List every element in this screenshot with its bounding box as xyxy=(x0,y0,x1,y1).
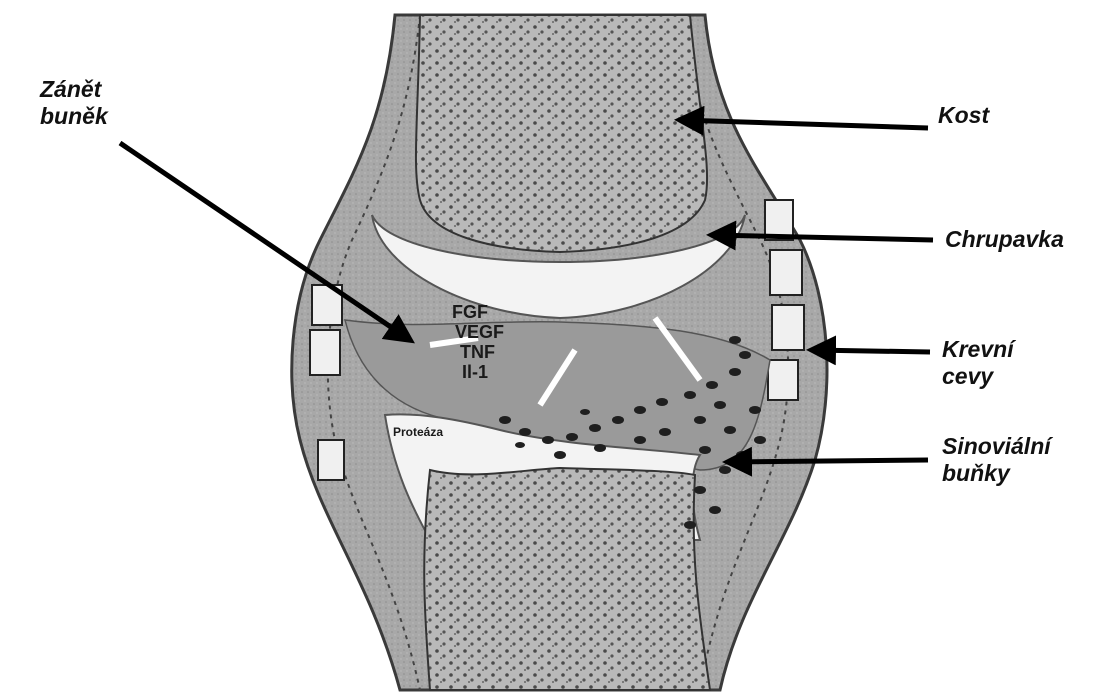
label-cartilage: Chrupavka xyxy=(945,226,1064,253)
factor-label: Il-1 xyxy=(462,362,488,382)
label-vessels: Krevní cevy xyxy=(942,336,1014,390)
factor-label: FGF xyxy=(452,302,488,322)
arrow-synovial xyxy=(728,460,928,462)
label-cartilage-text: Chrupavka xyxy=(945,226,1064,252)
label-synovial-line1: Sinoviální xyxy=(942,433,1051,460)
factor-label: TNF xyxy=(460,342,495,362)
label-synovial: Sinoviální buňky xyxy=(942,433,1051,487)
protease-label: Proteáza xyxy=(393,425,443,439)
arrow-vessels xyxy=(812,350,930,352)
label-synovial-line2: buňky xyxy=(942,460,1051,487)
lower-bone xyxy=(424,468,710,690)
factor-label: VEGF xyxy=(455,322,504,342)
label-inflammation-line1: Zánět xyxy=(40,76,108,103)
label-bone: Kost xyxy=(938,102,989,129)
label-vessels-line1: Krevní xyxy=(942,336,1014,363)
label-inflammation: Zánět buněk xyxy=(40,76,108,130)
label-inflammation-line2: buněk xyxy=(40,103,108,130)
upper-bone xyxy=(416,15,707,252)
label-bone-text: Kost xyxy=(938,102,989,128)
label-vessels-line2: cevy xyxy=(942,363,1014,390)
